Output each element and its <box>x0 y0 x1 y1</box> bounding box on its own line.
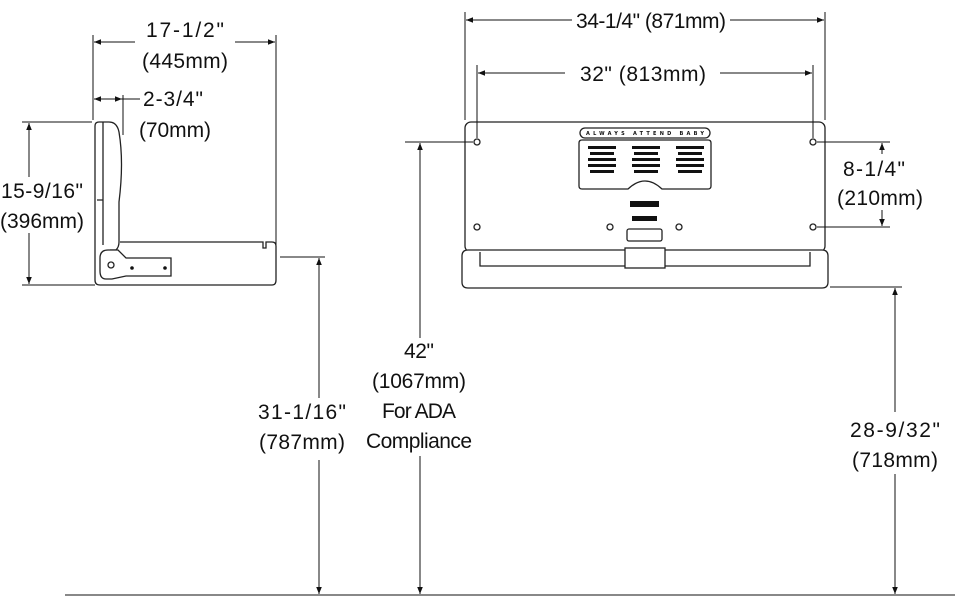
height-metric: (396mm) <box>0 210 84 233</box>
side-profile <box>94 121 277 286</box>
mounting-hole-width: 32" (813mm) <box>580 63 706 86</box>
ada-height-imperial: 42" <box>404 340 434 363</box>
label-banner <box>579 127 711 139</box>
hinge-screw <box>107 261 115 269</box>
folded-depth-metric: (70mm) <box>139 119 211 142</box>
hinge-bracket <box>99 249 172 280</box>
ada-note-2: Compliance <box>366 430 472 453</box>
mounting-holes <box>473 138 817 231</box>
folded-depth-imperial: 2-3/4" <box>143 88 203 111</box>
latch <box>624 247 666 269</box>
hole-height-metric: (210mm) <box>837 187 923 210</box>
bottom-height-imperial: 28-9/32" <box>850 419 940 442</box>
ada-height-metric: (1067mm) <box>372 370 466 393</box>
depth-metric: (445mm) <box>142 50 228 73</box>
front-view: ALWAYS ATTEND BABY 34-1/4" (871mm) 32" <box>362 10 952 594</box>
ada-note-1: For ADA <box>382 400 456 423</box>
overall-width: 34-1/4" (871mm) <box>576 10 726 33</box>
bed-height-imperial: 31-1/16" <box>258 401 346 424</box>
bed-height-metric: (787mm) <box>259 431 345 454</box>
height-imperial: 15-9/16" <box>1 180 83 203</box>
side-view: 17-1/2" (445mm) 2-3/4" (70mm) 15-9/16" (… <box>0 19 350 594</box>
hole-height-imperial: 8-1/4" <box>843 158 905 181</box>
bottom-height-metric: (718mm) <box>852 449 938 472</box>
depth-imperial: 17-1/2" <box>146 19 224 42</box>
